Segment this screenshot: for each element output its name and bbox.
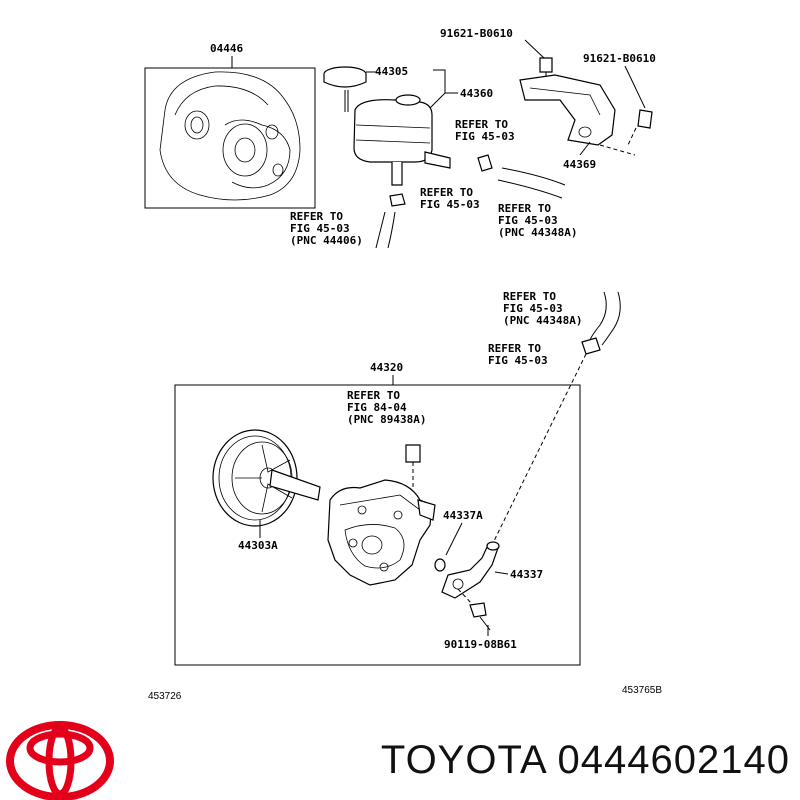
hose-clip-a	[477, 154, 493, 172]
reservoir-44360	[353, 99, 433, 163]
label-04446: 04446	[210, 42, 243, 55]
label-91621-b: 91621-B0610	[583, 52, 656, 65]
code-right: 453765B	[622, 685, 662, 696]
part-44320-frame	[174, 384, 581, 666]
code-left: 453726	[148, 691, 182, 702]
label-44320: 44320	[370, 361, 403, 374]
bracket-44369	[519, 74, 616, 146]
ref1-line1: REFER TO	[455, 118, 508, 131]
label-44337A: 44337A	[443, 509, 483, 522]
ref5-line3: (PNC 44348A)	[503, 314, 582, 327]
part-04446-frame	[144, 67, 316, 209]
ref4-line1: REFER TO	[498, 202, 551, 215]
pump-body	[327, 479, 433, 586]
hose-clip-c	[581, 337, 601, 355]
bracket-group: 91621-B0610 91621-B0610 44369	[440, 27, 656, 171]
brand-part-number: TOYOTA 0444602140	[380, 738, 790, 782]
ref7-line1: REFER TO	[347, 389, 400, 402]
ref2-line2: FIG 45-03	[420, 198, 480, 211]
ref3-line1: REFER TO	[290, 210, 343, 223]
label-44360: 44360	[460, 87, 493, 100]
ref3-line2: FIG 45-03	[290, 222, 350, 235]
top-references: REFER TO FIG 45-03 REFER TO FIG 45-03 RE…	[290, 118, 577, 249]
ref7-line3: (PNC 89438A)	[347, 413, 426, 426]
middle-references: REFER TO FIG 45-03 (PNC 44348A) REFER TO…	[488, 290, 621, 546]
label-91621-a: 91621-B0610	[440, 27, 513, 40]
toyota-logo	[6, 721, 114, 800]
ref5-line2: FIG 45-03	[503, 302, 563, 315]
switch-89438A	[405, 444, 421, 463]
label-44305: 44305	[375, 65, 408, 78]
union-44337	[441, 544, 499, 599]
label-90119: 90119-08B61	[444, 638, 517, 651]
ref6-line2: FIG 45-03	[488, 354, 548, 367]
reservoir-group: 44305 44360	[323, 65, 493, 186]
label-44303A: 44303A	[238, 539, 278, 552]
ref4-line3: (PNC 44348A)	[498, 226, 577, 239]
ref2-line1: REFER TO	[420, 186, 473, 199]
ref4-line2: FIG 45-03	[498, 214, 558, 227]
label-44337: 44337	[510, 568, 543, 581]
ref5-line1: REFER TO	[503, 290, 556, 303]
bolt-91621-a	[539, 57, 553, 73]
label-44369: 44369	[563, 158, 596, 171]
ref3-line3: (PNC 44406)	[290, 234, 363, 247]
bolt-90119	[469, 602, 487, 618]
o-ring-44337A	[434, 558, 446, 572]
hose-clip-b	[389, 193, 406, 207]
ref1-line2: FIG 45-03	[455, 130, 515, 143]
bolt-91621-b	[637, 109, 653, 129]
ref7-line2: FIG 84-04	[347, 401, 407, 414]
part-04446-group: 04446	[144, 42, 316, 209]
ref6-line1: REFER TO	[488, 342, 541, 355]
pump-44320-group: 44320 REFER TO FIG 84-04 (PNC 89438A) 44…	[174, 361, 581, 666]
